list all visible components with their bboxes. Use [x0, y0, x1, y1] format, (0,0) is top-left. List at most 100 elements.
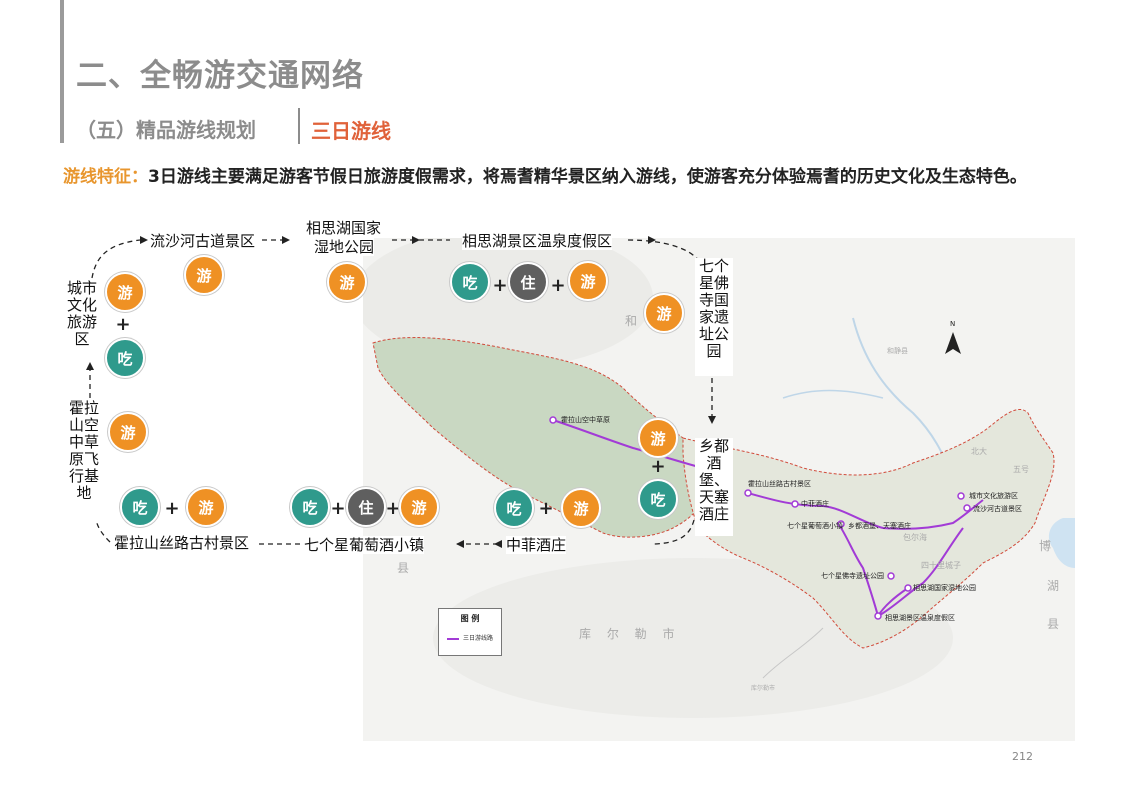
stop-huolashan-village: 霍拉山丝路古村景区	[114, 534, 250, 552]
map-place-name: 包尔海	[903, 532, 927, 542]
route-point	[963, 504, 971, 512]
legend-title: 图 例	[460, 614, 480, 623]
activity-you-icon: 游	[638, 418, 678, 458]
lake-area	[1048, 518, 1075, 568]
map-place-name: 和静县	[887, 346, 908, 355]
plus-sign: +	[538, 498, 554, 519]
activity-zhu-icon: 住	[346, 487, 386, 527]
map-site-label: 城市文化旅游区	[969, 491, 1018, 500]
route-segment	[877, 527, 964, 617]
stop-xiangsi-hotspring: 相思湖景区温泉度假区	[462, 232, 613, 250]
plus-sign: +	[550, 275, 566, 296]
map-site-label: 流沙河古道景区	[973, 504, 1022, 513]
loop-connector	[95, 519, 111, 543]
activity-you-icon: 游	[399, 487, 439, 527]
map-site-label: 霍拉山丝路古村景区	[748, 479, 811, 488]
activity-you-icon: 游	[327, 262, 367, 302]
activity-you-icon: 游	[561, 488, 601, 528]
activity-you-icon: 游	[186, 487, 226, 527]
map-site-label: 霍拉山空中草原	[561, 415, 610, 424]
activity-you-icon: 游	[105, 272, 145, 312]
arrow-head-icon	[708, 416, 716, 424]
activity-you-icon: 游	[644, 293, 684, 333]
description-text: 3日游线主要满足游客节假日旅游度假需求，将焉耆精华景区纳入游线，使游客充分体验焉…	[148, 167, 1027, 187]
route-point	[837, 520, 845, 528]
route-point	[957, 492, 965, 500]
subtitle-divider	[298, 108, 300, 144]
map-site-label: 相思湖景区温泉度假区	[885, 613, 955, 622]
map-place-name: 博	[1039, 538, 1051, 553]
activity-you-icon: 游	[568, 261, 608, 301]
arrow-head-icon	[86, 362, 94, 370]
activity-you-icon: 游	[184, 255, 224, 295]
stop-xiangsi-wetland-2: 湿地公园	[314, 238, 375, 256]
stop-xiangsi-wetland: 相思湖国家	[306, 219, 382, 237]
legend-route-swatch	[447, 638, 459, 640]
map-place-name: 湖	[1047, 578, 1059, 593]
route-point	[744, 489, 752, 497]
route-point	[887, 572, 895, 580]
plus-sign: +	[115, 314, 131, 335]
route-point	[549, 416, 557, 424]
plus-sign: +	[492, 275, 508, 296]
activity-zhu-icon: 住	[508, 262, 548, 302]
plus-sign: +	[330, 498, 346, 519]
loop-connector	[627, 239, 701, 263]
stop-qige-wine-town: 七个星葡萄酒小镇	[304, 536, 425, 554]
page-title: 二、全畅游交通网络	[76, 58, 364, 94]
plus-sign: +	[650, 456, 666, 477]
activity-chi-icon: 吃	[105, 338, 145, 378]
map-place-name: 五号	[1013, 465, 1029, 474]
route-description: 游线特征：3日游线主要满足游客节假日旅游度假需求，将焉耆精华景区纳入游线，使游客…	[63, 160, 1063, 194]
map-place-name: 四十里城子	[921, 560, 961, 570]
activity-chi-icon: 吃	[450, 262, 490, 302]
activity-chi-icon: 吃	[638, 479, 678, 519]
loop-connector	[91, 239, 141, 279]
stop-liusha: 流沙河古道景区	[150, 232, 256, 250]
map-place-name: 库尔勒市	[751, 684, 775, 692]
stop-qige-temple: 七个星佛寺国家遗址公园	[695, 258, 733, 376]
description-label: 游线特征：	[63, 167, 148, 187]
map-place-name: 库 尔 勒 市	[579, 626, 680, 641]
plus-sign: +	[164, 498, 180, 519]
map-site-label: 乡都酒堡、天塞酒庄	[848, 521, 911, 530]
svg-text:N: N	[950, 320, 955, 328]
activity-chi-icon: 吃	[290, 487, 330, 527]
arrow-head-icon	[140, 236, 148, 244]
section-tag: 三日游线	[311, 119, 391, 143]
route-segment	[837, 522, 879, 617]
map-site-label: 相思湖国家湿地公园	[913, 583, 976, 592]
title-accent-bar	[60, 0, 64, 143]
river	[782, 389, 884, 399]
map-site-label: 七个星葡萄酒小镇	[787, 521, 843, 530]
stop-xiangdu: 乡都酒堡、天塞酒庄	[695, 438, 733, 536]
activity-chi-icon: 吃	[120, 487, 160, 527]
route-map: 霍拉山空中草原 霍拉山丝路古村景区 中菲酒庄 七个星葡萄酒小镇 乡都酒堡、天塞酒…	[363, 238, 1075, 741]
page-number: 212	[1012, 750, 1033, 763]
map-place-name: 县	[397, 561, 409, 575]
map-place-name: 北大	[971, 446, 987, 456]
stop-city-culture: 城市文化旅游区	[66, 280, 98, 356]
stop-huolashan-grassland: 霍拉山空中草原飞行基地	[68, 400, 100, 512]
route-segment	[552, 419, 704, 469]
arrow-head-icon	[494, 540, 502, 548]
county-region-plain	[682, 408, 1055, 649]
map-place-name: 和	[625, 314, 637, 328]
arrow-head-icon	[456, 540, 464, 548]
loop-connector	[653, 519, 695, 545]
map-legend: 图 例 三日游线路	[438, 608, 502, 656]
arrow-head-icon	[648, 236, 656, 244]
road	[762, 627, 824, 679]
route-point	[791, 500, 799, 508]
north-arrow-icon: N	[945, 320, 961, 354]
activity-you-icon: 游	[108, 412, 148, 452]
activity-chi-icon: 吃	[494, 488, 534, 528]
arrow-head-icon	[282, 236, 290, 244]
stop-zhongfei: 中菲酒庄	[506, 536, 567, 554]
map-place-name: 县	[1047, 617, 1059, 631]
arrow-head-icon	[412, 236, 420, 244]
map-site-label: 七个星佛寺遗址公园	[821, 571, 884, 580]
route-point	[904, 584, 912, 592]
route-point	[874, 612, 882, 620]
